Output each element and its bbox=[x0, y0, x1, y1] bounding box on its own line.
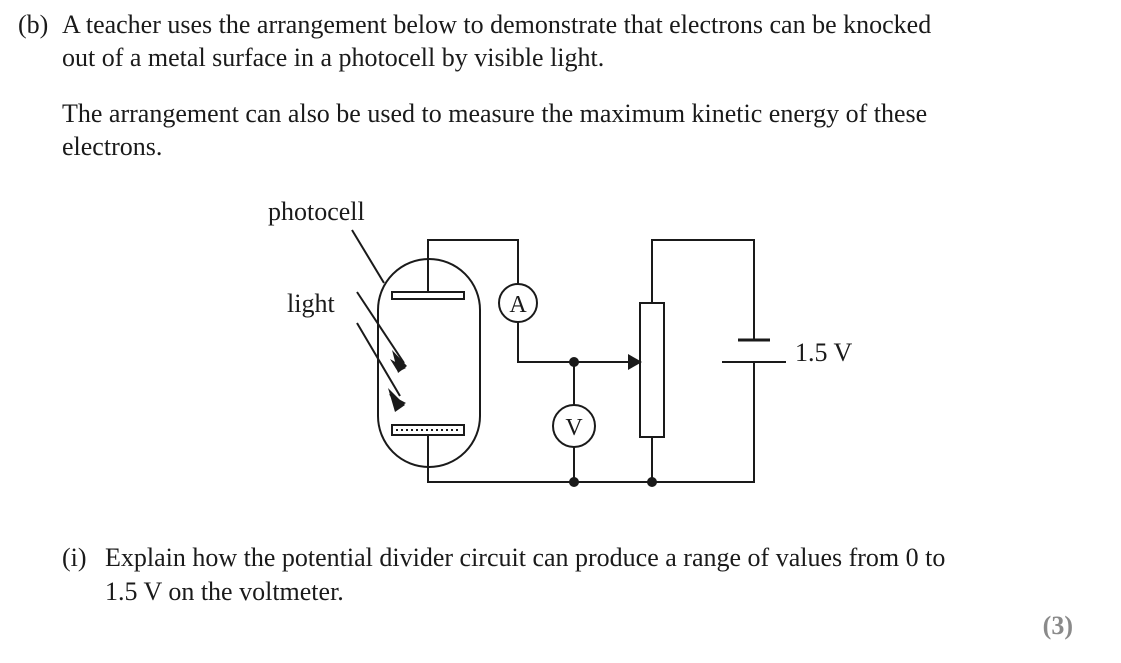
junction-dot-bottom-right bbox=[647, 477, 657, 487]
anode-wire bbox=[427, 239, 519, 292]
ammeter-letter: A bbox=[509, 292, 527, 318]
battery-voltage-label: 1.5 V bbox=[795, 338, 853, 367]
voltmeter-letter: V bbox=[565, 415, 583, 441]
light-arrowhead-2b-icon bbox=[388, 388, 405, 412]
subquestion-line-1: Explain how the potential divider circui… bbox=[105, 543, 946, 572]
light-arrowhead-1b-icon bbox=[392, 350, 407, 373]
part-label: (b) bbox=[18, 10, 49, 39]
voltmeter-symbol bbox=[552, 404, 596, 448]
marks-badge: (3) bbox=[1042, 611, 1073, 640]
paragraph-line-2: electrons. bbox=[62, 132, 163, 161]
subquestion-number: (i) bbox=[62, 543, 87, 572]
junction-dot-top bbox=[569, 357, 579, 367]
ammeter-to-junction-wire bbox=[517, 322, 574, 363]
subquestion-line-2: 1.5 V on the voltmeter. bbox=[105, 577, 344, 606]
potentiometer-top-wire bbox=[651, 239, 755, 340]
potentiometer bbox=[639, 302, 665, 438]
junction-dot-bottom-left bbox=[569, 477, 579, 487]
light-ray-1 bbox=[356, 291, 405, 364]
ammeter-symbol bbox=[498, 283, 538, 323]
light-ray-2 bbox=[356, 322, 401, 397]
bottom-return-wire bbox=[427, 362, 755, 483]
light-label: light bbox=[287, 289, 335, 318]
intro-line-1: A teacher uses the arrangement below to … bbox=[62, 10, 932, 39]
intro-line-2: out of a metal surface in a photocell by… bbox=[62, 43, 605, 72]
photocell-label: photocell bbox=[268, 197, 365, 226]
paragraph-line-1: The arrangement can also be used to meas… bbox=[62, 99, 928, 128]
anode-plate bbox=[391, 291, 465, 300]
photocell-leader-line bbox=[351, 229, 385, 284]
slider-arrow-icon bbox=[628, 354, 642, 370]
